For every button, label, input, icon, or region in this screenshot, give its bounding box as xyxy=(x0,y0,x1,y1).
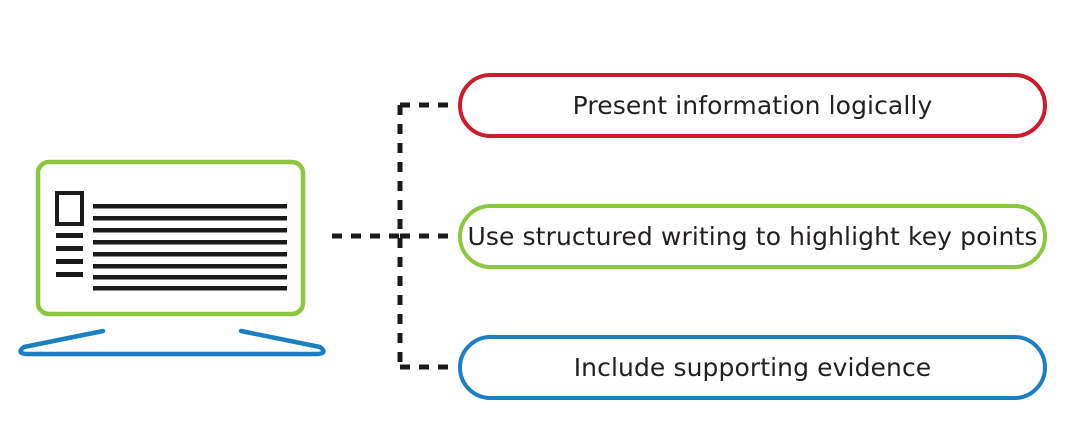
branch-node-evidence[interactable]: Include supporting evidence xyxy=(458,335,1047,400)
branch-label-present: Present information logically xyxy=(572,91,933,120)
branch-node-structured[interactable]: Use structured writing to highlight key … xyxy=(458,204,1047,269)
document-short-bars xyxy=(56,233,83,277)
branch-label-evidence: Include supporting evidence xyxy=(573,353,932,382)
document-text-lines xyxy=(93,204,287,291)
laptop-document-icon xyxy=(18,159,326,357)
branch-label-structured: Use structured writing to highlight key … xyxy=(467,222,1038,251)
document-image-placeholder-icon xyxy=(55,191,84,226)
laptop-base xyxy=(18,328,326,357)
branch-node-present[interactable]: Present information logically xyxy=(458,73,1047,138)
